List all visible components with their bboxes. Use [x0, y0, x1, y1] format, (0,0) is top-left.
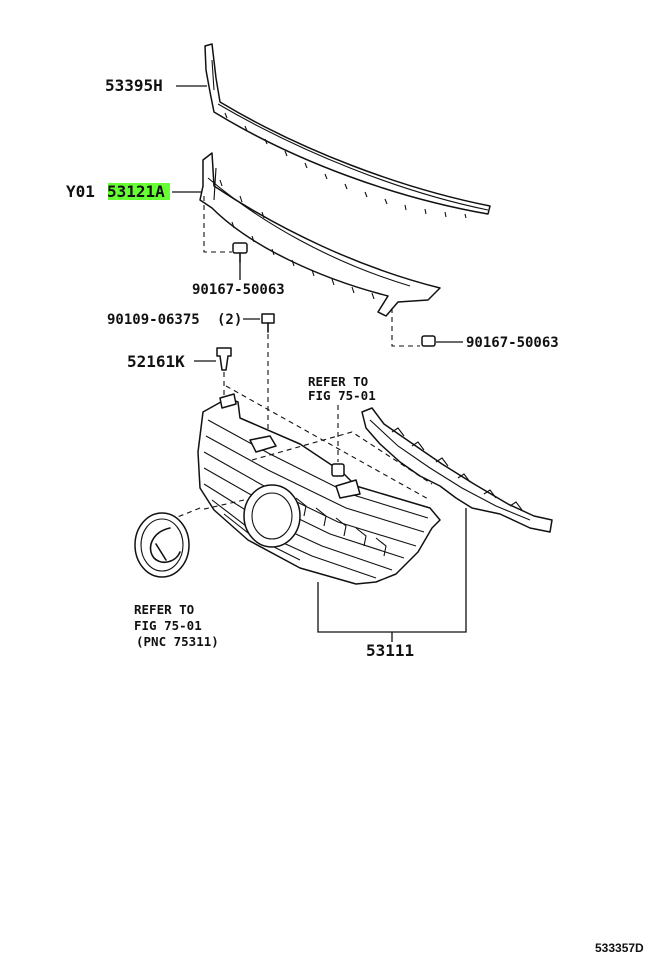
screw-part: [243, 313, 275, 333]
label-grille-assy[interactable]: 53111: [366, 641, 414, 660]
label-clip-upper[interactable]: 90167-50063: [192, 282, 285, 298]
label-molding-lower-prefix: Y01: [66, 182, 95, 201]
bracket-part: [361, 407, 553, 533]
upper-molding-part: [204, 43, 491, 219]
nut-part: [331, 405, 345, 477]
drawing-number: 533357D: [595, 941, 644, 955]
emblem-part: [134, 512, 190, 578]
label-screw[interactable]: 90109-06375: [107, 312, 200, 328]
clip-right-part: [421, 335, 463, 347]
clip-upper-part: [232, 242, 248, 280]
label-molding-upper[interactable]: 53395H: [105, 76, 163, 95]
label-retainer[interactable]: 52161K: [127, 352, 185, 371]
label-refer-b-line2[interactable]: FIG 75-01: [134, 618, 202, 633]
grille-part: [197, 393, 441, 585]
label-refer-a-line1: REFER TO: [308, 374, 368, 389]
label-refer-b-line1: REFER TO: [134, 602, 194, 617]
label-screw-qty: (2): [217, 312, 242, 328]
label-refer-a-line2[interactable]: FIG 75-01: [308, 388, 376, 403]
part-highlight: [108, 183, 170, 200]
label-molding-lower-code[interactable]: 53121A: [107, 182, 165, 201]
label-clip-right[interactable]: 90167-50063: [466, 335, 559, 351]
retainer-part: [194, 347, 232, 371]
label-refer-b-line3: (PNC 75311): [136, 634, 219, 649]
